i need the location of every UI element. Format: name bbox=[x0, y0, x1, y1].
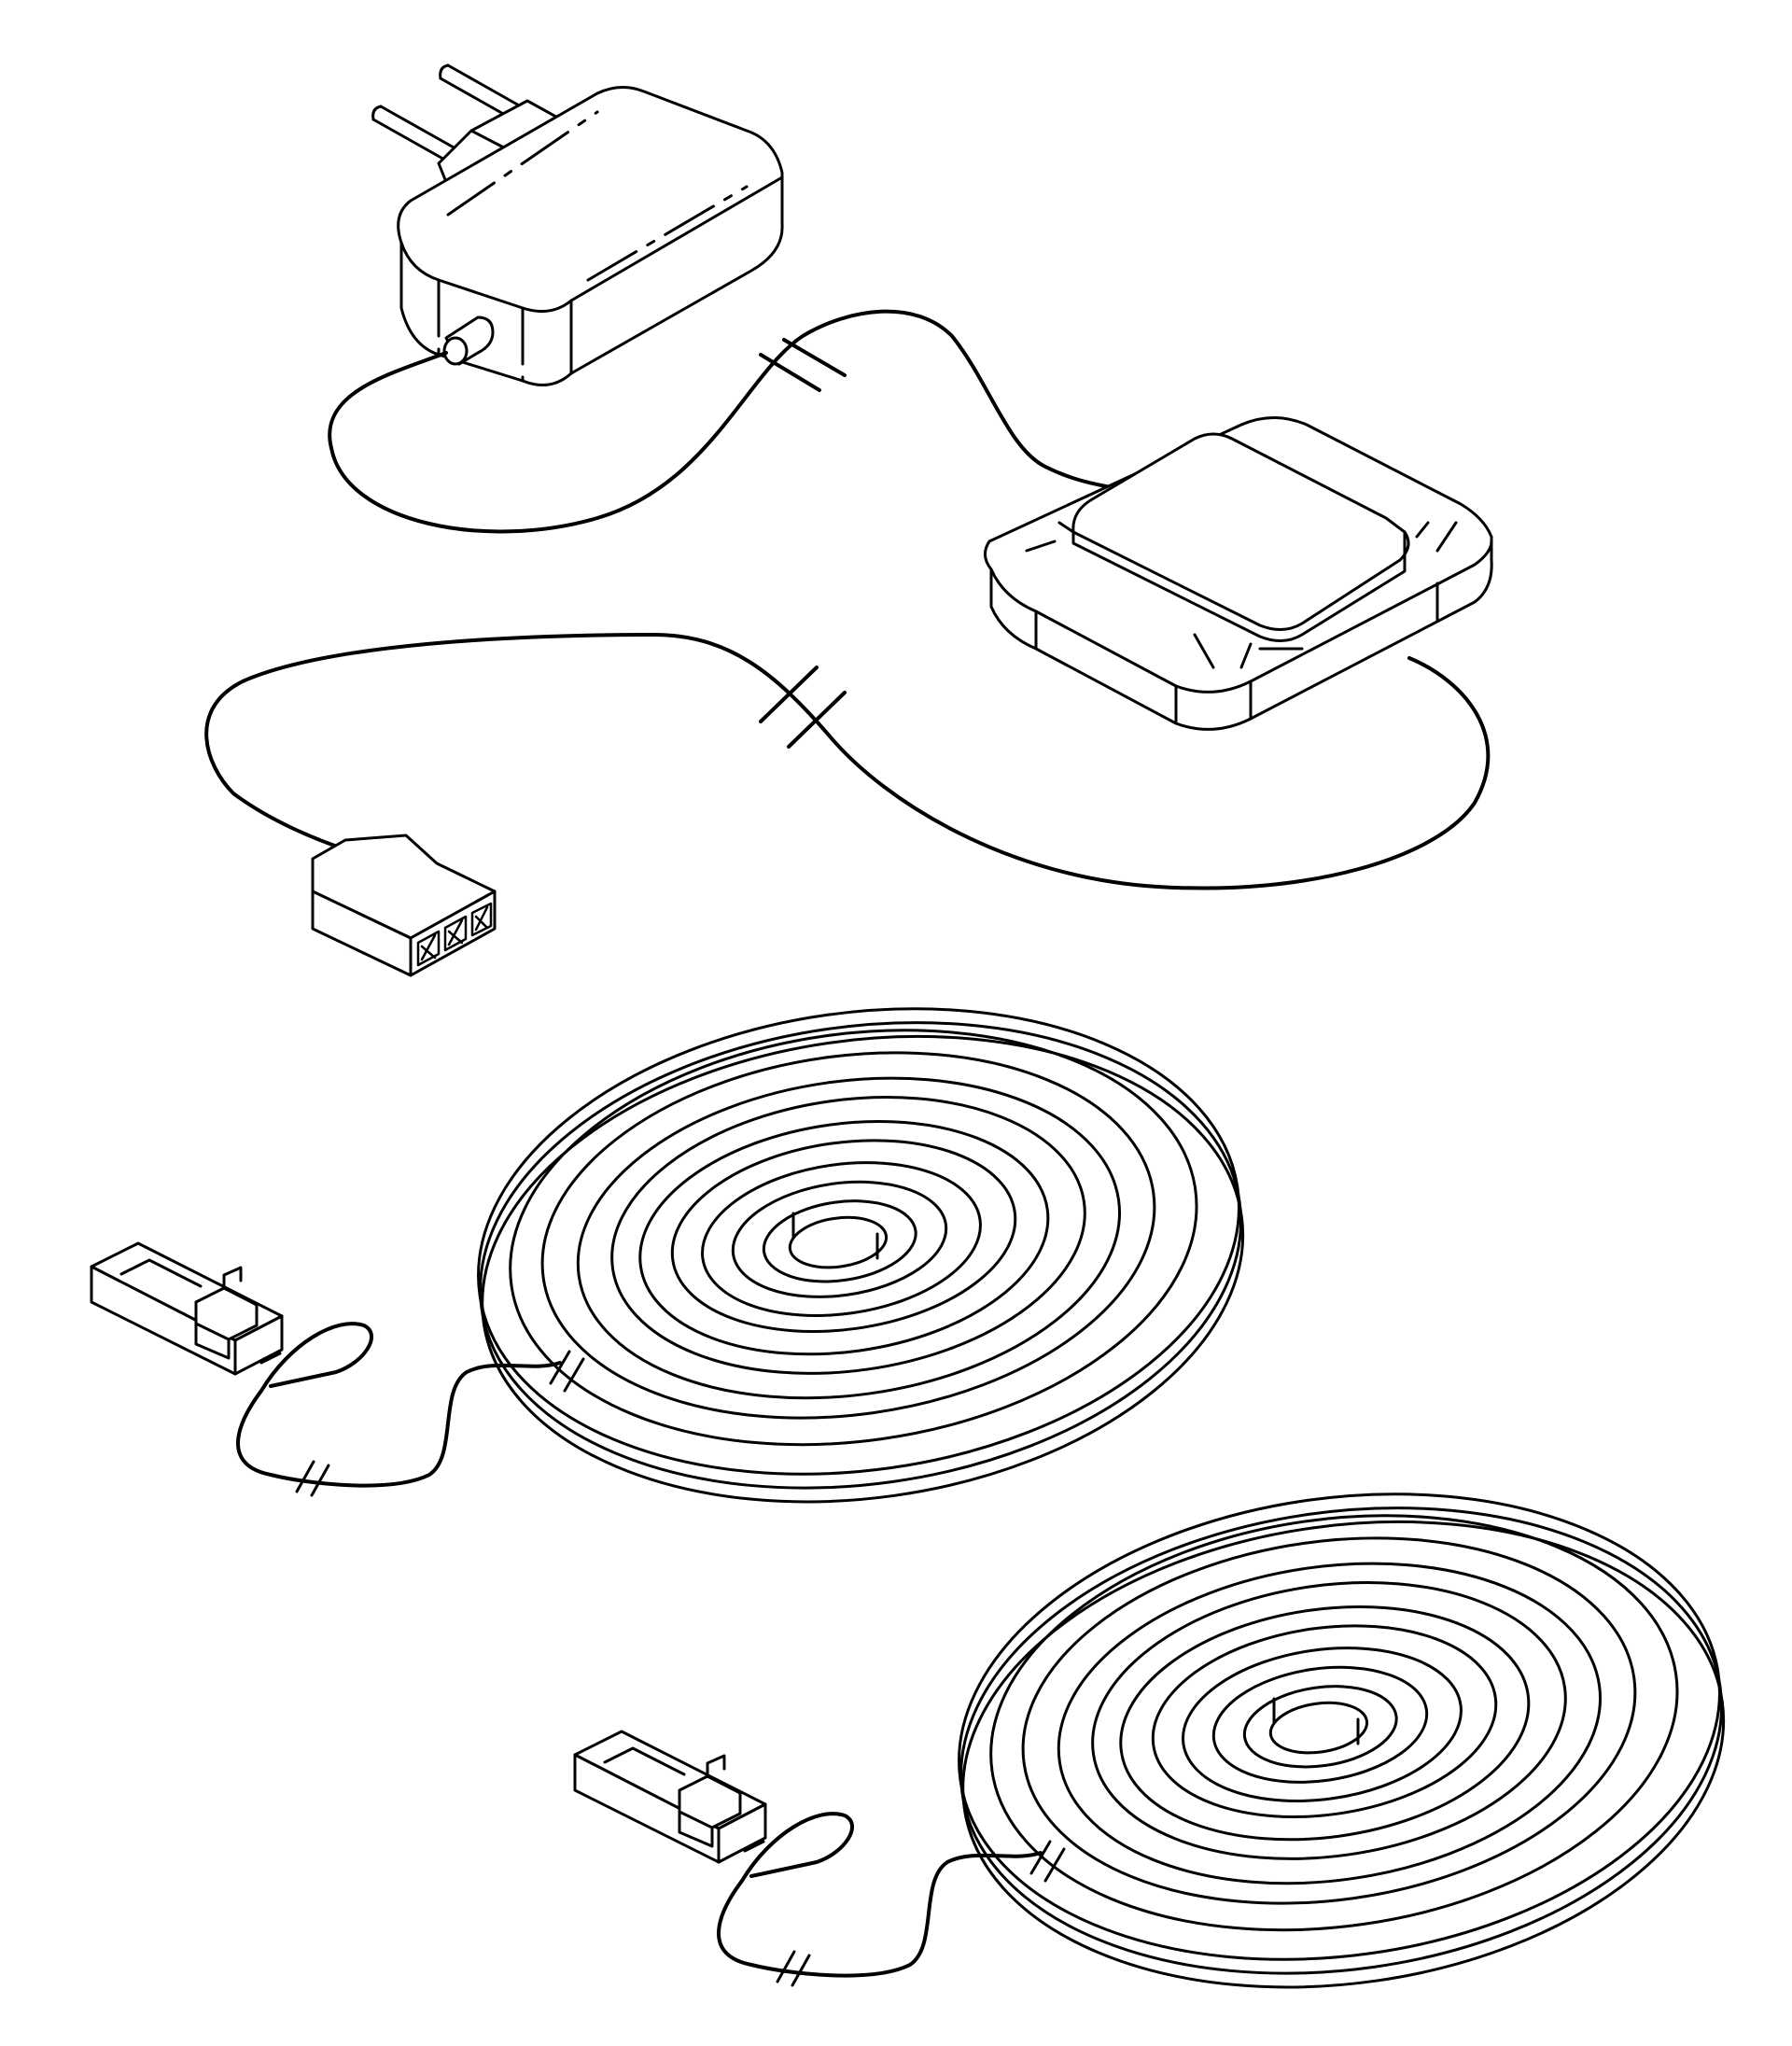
led-strip-roll-2 bbox=[958, 1492, 1726, 1989]
cable-break-mark bbox=[759, 338, 847, 392]
connector-sockets bbox=[416, 902, 493, 967]
control-switch bbox=[984, 416, 1493, 731]
led-strip-roll-1 bbox=[477, 1007, 1245, 1504]
cable-break-mark bbox=[295, 1350, 585, 1497]
strip-lead-cable-1 bbox=[236, 1322, 562, 1488]
strip-lead-cable-2 bbox=[717, 1812, 1043, 1978]
cable-break-mark bbox=[759, 666, 847, 749]
power-adapter bbox=[371, 63, 784, 386]
plug-pins bbox=[371, 63, 529, 167]
adapter-output-stub bbox=[442, 315, 495, 366]
distributor-connector bbox=[311, 834, 497, 977]
cable-adapter-to-switch bbox=[328, 309, 1122, 534]
strip-connector-2 bbox=[573, 1730, 767, 1864]
cable-break-mark bbox=[776, 1840, 1066, 1987]
strip-connector-1 bbox=[90, 1241, 284, 1376]
adapter-housing bbox=[397, 86, 784, 386]
switch-button bbox=[1071, 432, 1410, 631]
